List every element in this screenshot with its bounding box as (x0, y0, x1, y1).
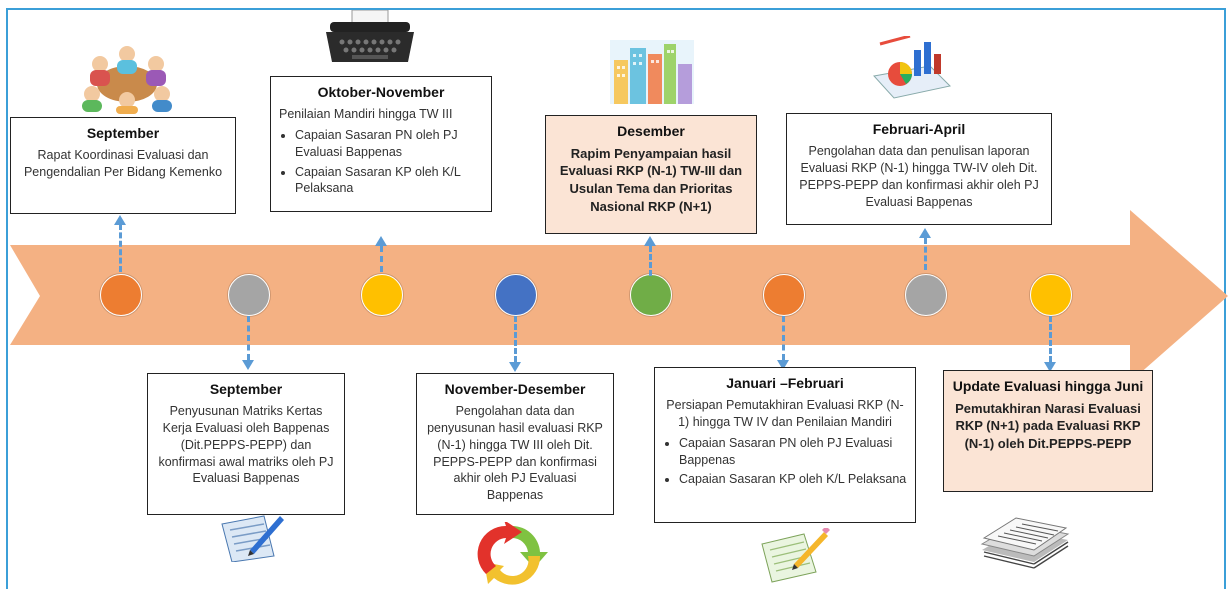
stage-description: Rapat Koordinasi Evaluasi dan Pengendali… (23, 147, 223, 179)
connector-7 (924, 238, 927, 270)
document-pen-icon (221, 515, 284, 562)
connector-5-arrowhead (644, 236, 656, 246)
timeline-node-4 (495, 274, 537, 316)
meeting-people-icon (82, 46, 172, 114)
connector-8 (1049, 316, 1052, 362)
connector-7-arrowhead (919, 228, 931, 238)
stage-title: Oktober-November (317, 84, 445, 100)
stage-description: Pengolahan data dan penyusunan hasil eva… (427, 403, 603, 503)
notepad-pencil-icon (761, 528, 830, 583)
stage-bullet: Capaian Sasaran KP oleh K/L Pelaksana (295, 164, 483, 198)
connector-8-arrowhead (1044, 362, 1056, 372)
stage-title: Update Evaluasi hingga Juni (952, 378, 1144, 394)
connector-6 (782, 316, 785, 360)
connector-4-arrowhead (509, 362, 521, 372)
stage-title: September (86, 125, 160, 141)
stage-title: Desember (617, 123, 685, 139)
timeline-arrow-shape (10, 210, 1228, 382)
stage-title: Februari-April (872, 121, 966, 137)
stage-bullet: Capaian Sasaran PN oleh PJ Evaluasi Bapp… (295, 127, 483, 161)
city-buildings-icon (610, 40, 694, 104)
stage-description: Pemutakhiran Narasi Evaluasi RKP (N+1) p… (955, 400, 1141, 451)
stage-bullet: Capaian Sasaran KP oleh K/L Pelaksana (679, 471, 907, 488)
connector-1-arrowhead (114, 215, 126, 225)
connector-2 (247, 316, 250, 360)
stage-title: Januari –Februari (726, 375, 844, 391)
stage-box-update-evaluasi: Update Evaluasi hingga Juni Pemutakhiran… (943, 370, 1153, 492)
refresh-cycle-icon (477, 522, 548, 585)
connector-3 (380, 246, 383, 272)
frame-border-top (6, 8, 1226, 10)
timeline-node-1 (100, 274, 142, 316)
connector-1 (119, 224, 122, 272)
timeline-node-6 (763, 274, 805, 316)
stage-box-desember: Desember Rapim Penyampaian hasil Evaluas… (545, 115, 757, 234)
stage-description: Pengolahan data dan penulisan laporan Ev… (799, 143, 1039, 209)
stage-bullet: Capaian Sasaran PN oleh PJ Evaluasi Bapp… (679, 435, 907, 469)
stage-description: Penyusunan Matriks Kertas Kerja Evaluasi… (158, 403, 334, 486)
timeline-node-2 (228, 274, 270, 316)
connector-5 (649, 246, 652, 276)
connector-2-arrowhead (242, 360, 254, 370)
stage-title: September (209, 381, 283, 397)
stage-lead: Persiapan Pemutakhiran Evaluasi RKP (N-1… (666, 397, 904, 429)
stage-box-november-desember: November-Desember Pengolahan data dan pe… (416, 373, 614, 515)
stage-lead: Penilaian Mandiri hingga TW III (279, 106, 453, 121)
typewriter-icon (326, 10, 414, 62)
stage-box-september-2: September Penyusunan Matriks Kertas Kerj… (147, 373, 345, 515)
connector-4 (514, 316, 517, 362)
connector-6-arrowhead (777, 360, 789, 370)
timeline-node-7 (905, 274, 947, 316)
chart-report-icon (873, 36, 952, 99)
paper-stack-icon (980, 517, 1070, 569)
stage-box-februari-april: Februari-April Pengolahan data dan penul… (786, 113, 1052, 225)
connector-3-arrowhead (375, 236, 387, 246)
timeline-node-5 (630, 274, 672, 316)
stage-box-oktober-november: Oktober-November Penilaian Mandiri hingg… (270, 76, 492, 212)
timeline-node-8 (1030, 274, 1072, 316)
stage-bullets: Capaian Sasaran PN oleh PJ Evaluasi Bapp… (279, 127, 483, 198)
stage-box-januari-februari: Januari –Februari Persiapan Pemutakhiran… (654, 367, 916, 523)
stage-bullets: Capaian Sasaran PN oleh PJ Evaluasi Bapp… (663, 435, 907, 489)
frame-border-left (6, 8, 8, 589)
timeline-node-3 (361, 274, 403, 316)
stage-box-september-1: September Rapat Koordinasi Evaluasi dan … (10, 117, 236, 214)
stage-title: November-Desember (444, 381, 586, 397)
stage-description: Rapim Penyampaian hasil Evaluasi RKP (N-… (559, 145, 743, 214)
